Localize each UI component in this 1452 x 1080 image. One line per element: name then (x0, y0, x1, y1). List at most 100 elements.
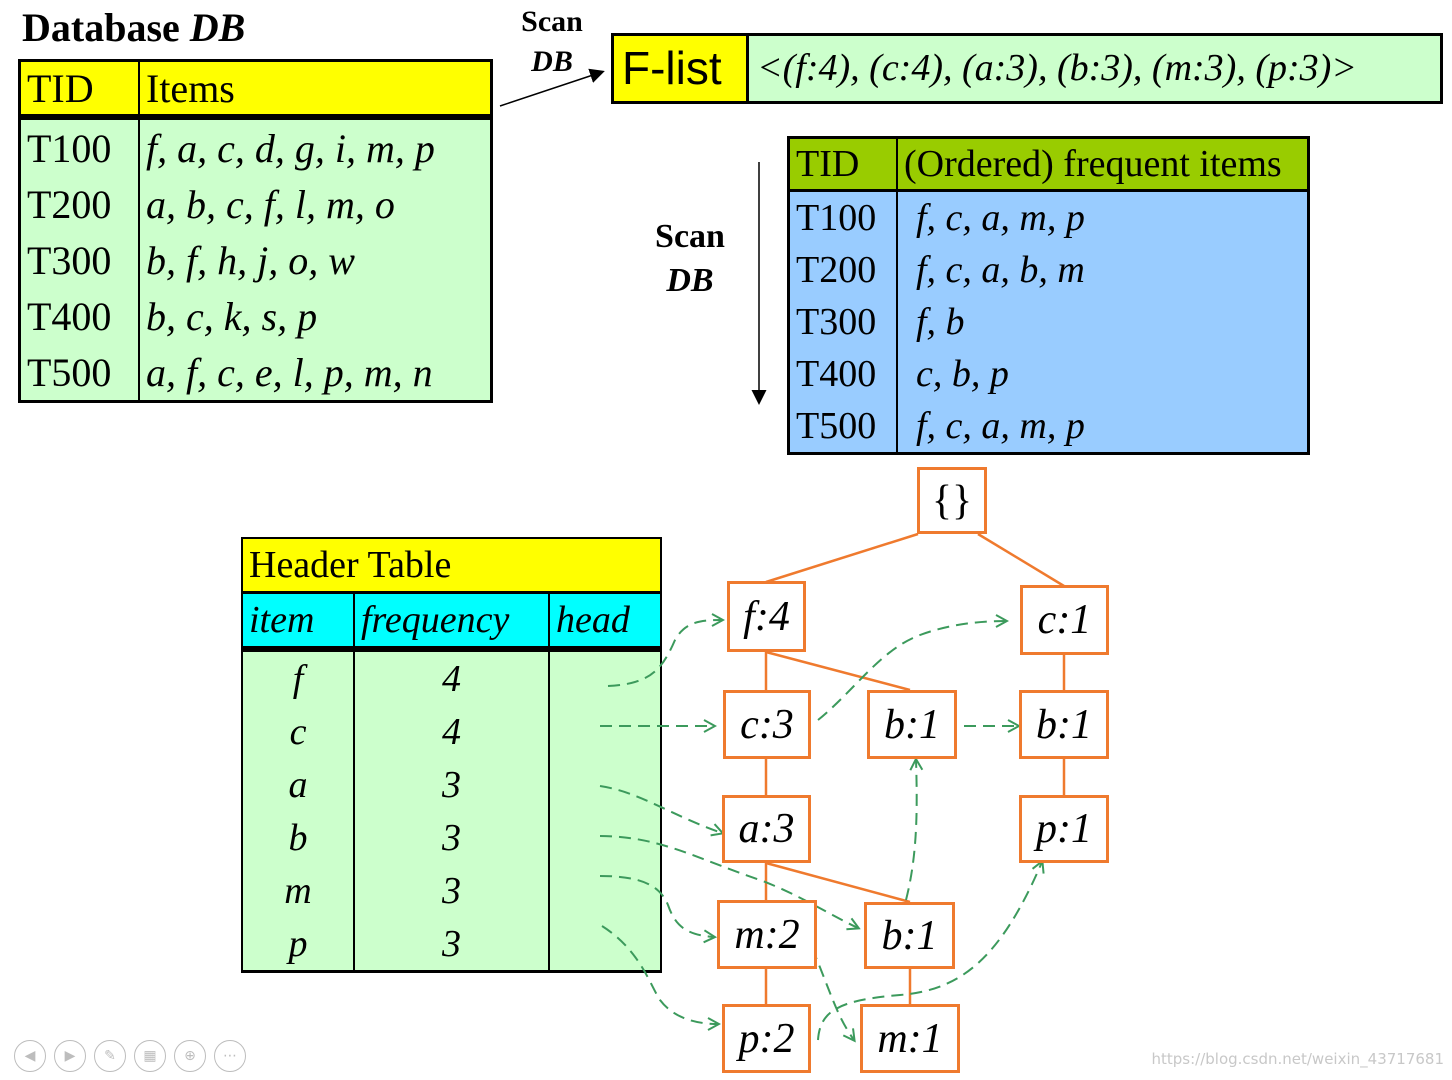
items-cell: f, c, a, b, m (897, 244, 1309, 296)
scan-arrow-top (499, 68, 605, 107)
frequency-cell: 3 (353, 864, 550, 917)
prev-icon[interactable]: ◀ (14, 1040, 46, 1072)
db-col-tid: TID (19, 60, 140, 120)
edge-root-c1 (977, 532, 1065, 588)
f-list-value: <(f:4), (c:4), (a:3), (b:3), (m:3), (p:3… (749, 36, 1440, 101)
head-cell (548, 758, 662, 811)
db-col-items: Items (139, 60, 492, 120)
tree-node-b1-bottom: b:1 (864, 902, 955, 969)
tree-node-c1: c:1 (1020, 585, 1109, 655)
zoom-icon[interactable]: ⊕ (174, 1040, 206, 1072)
ordered-header-row: TID (Ordered) frequent items (788, 137, 1309, 192)
link-p2-p1r (817, 862, 1042, 1041)
tid-cell: T200 (788, 244, 898, 296)
pen-icon[interactable]: ✎ (94, 1040, 126, 1072)
item-cell: m (241, 864, 355, 917)
items-cell: f, b (897, 296, 1309, 348)
item-cell: c (241, 705, 355, 758)
col-frequency: frequency (353, 591, 550, 652)
watermark-url: https://blog.csdn.net/weixin_43717681 (1151, 1050, 1444, 1068)
header-table-caption-row: Header Table (241, 537, 662, 594)
scan-db-label-side: Scan DB (655, 218, 725, 299)
edge-a3-b1b (765, 861, 911, 904)
item-cell: a (241, 758, 355, 811)
tree-node-m2: m:2 (717, 900, 817, 969)
ordered-col-tid: TID (788, 137, 898, 192)
item-cell: p (241, 917, 355, 973)
f-list-box: F-list <(f:4), (c:4), (a:3), (b:3), (m:3… (611, 33, 1443, 104)
edge-root-f4 (765, 532, 919, 584)
tree-node-b1-middle: b:1 (867, 690, 957, 759)
header-table-caption: Header Table (241, 537, 662, 594)
frequency-cell: 4 (353, 649, 550, 705)
tid-cell: T100 (788, 190, 898, 244)
col-item: item (241, 591, 355, 652)
items-cell: a, f, c, e, l, p, m, n (139, 344, 492, 402)
head-cell (548, 811, 662, 864)
next-icon[interactable]: ▶ (54, 1040, 86, 1072)
head-cell (548, 705, 662, 758)
head-cell (548, 649, 662, 705)
link-c3-c1 (817, 621, 1006, 721)
link-head-m (599, 875, 714, 937)
tid-cell: T500 (788, 400, 898, 454)
items-cell: b, f, h, j, o, w (139, 232, 492, 288)
tid-cell: T300 (19, 232, 140, 288)
tree-node-b1-right: b:1 (1019, 690, 1109, 759)
frequency-cell: 3 (353, 758, 550, 811)
frequency-cell: 4 (353, 705, 550, 758)
db-header-row: TID Items (19, 60, 492, 120)
tree-node-m1: m:1 (860, 1004, 960, 1073)
link-m2-m1 (811, 947, 854, 1040)
link-head-f (607, 620, 722, 687)
col-head: head (548, 591, 662, 652)
tree-node-p1: p:1 (1019, 795, 1109, 863)
more-icon[interactable]: ⋯ (214, 1040, 246, 1072)
link-head-b (599, 835, 858, 928)
slideshow-toolbar: ◀ ▶ ✎ ▦ ⊕ ⋯ (14, 1040, 246, 1072)
ordered-col-items: (Ordered) frequent items (897, 137, 1309, 192)
item-cell: f (241, 649, 355, 705)
tree-node-a3: a:3 (722, 795, 811, 863)
f-list-label: F-list (614, 36, 749, 101)
link-b1b-b1a (905, 760, 917, 901)
head-cell (548, 917, 662, 973)
tree-node-p2: p:2 (722, 1004, 811, 1073)
header-table-columns: item frequency head (241, 591, 662, 652)
items-cell: f, a, c, d, g, i, m, p (139, 117, 492, 176)
tid-cell: T300 (788, 296, 898, 348)
items-cell: a, b, c, f, l, m, o (139, 176, 492, 232)
tree-node-c3: c:3 (723, 690, 811, 759)
tree-node-f4: f:4 (727, 581, 806, 652)
edge-f4-b1a (765, 650, 911, 692)
items-cell: c, b, p (897, 348, 1309, 400)
items-cell: b, c, k, s, p (139, 288, 492, 344)
frequency-cell: 3 (353, 917, 550, 973)
slides-icon[interactable]: ▦ (134, 1040, 166, 1072)
link-head-p (601, 925, 718, 1024)
link-head-a (599, 785, 722, 833)
items-cell: f, c, a, m, p (897, 400, 1309, 454)
tid-cell: T200 (19, 176, 140, 232)
head-cell (548, 864, 662, 917)
tid-cell: T100 (19, 117, 140, 176)
